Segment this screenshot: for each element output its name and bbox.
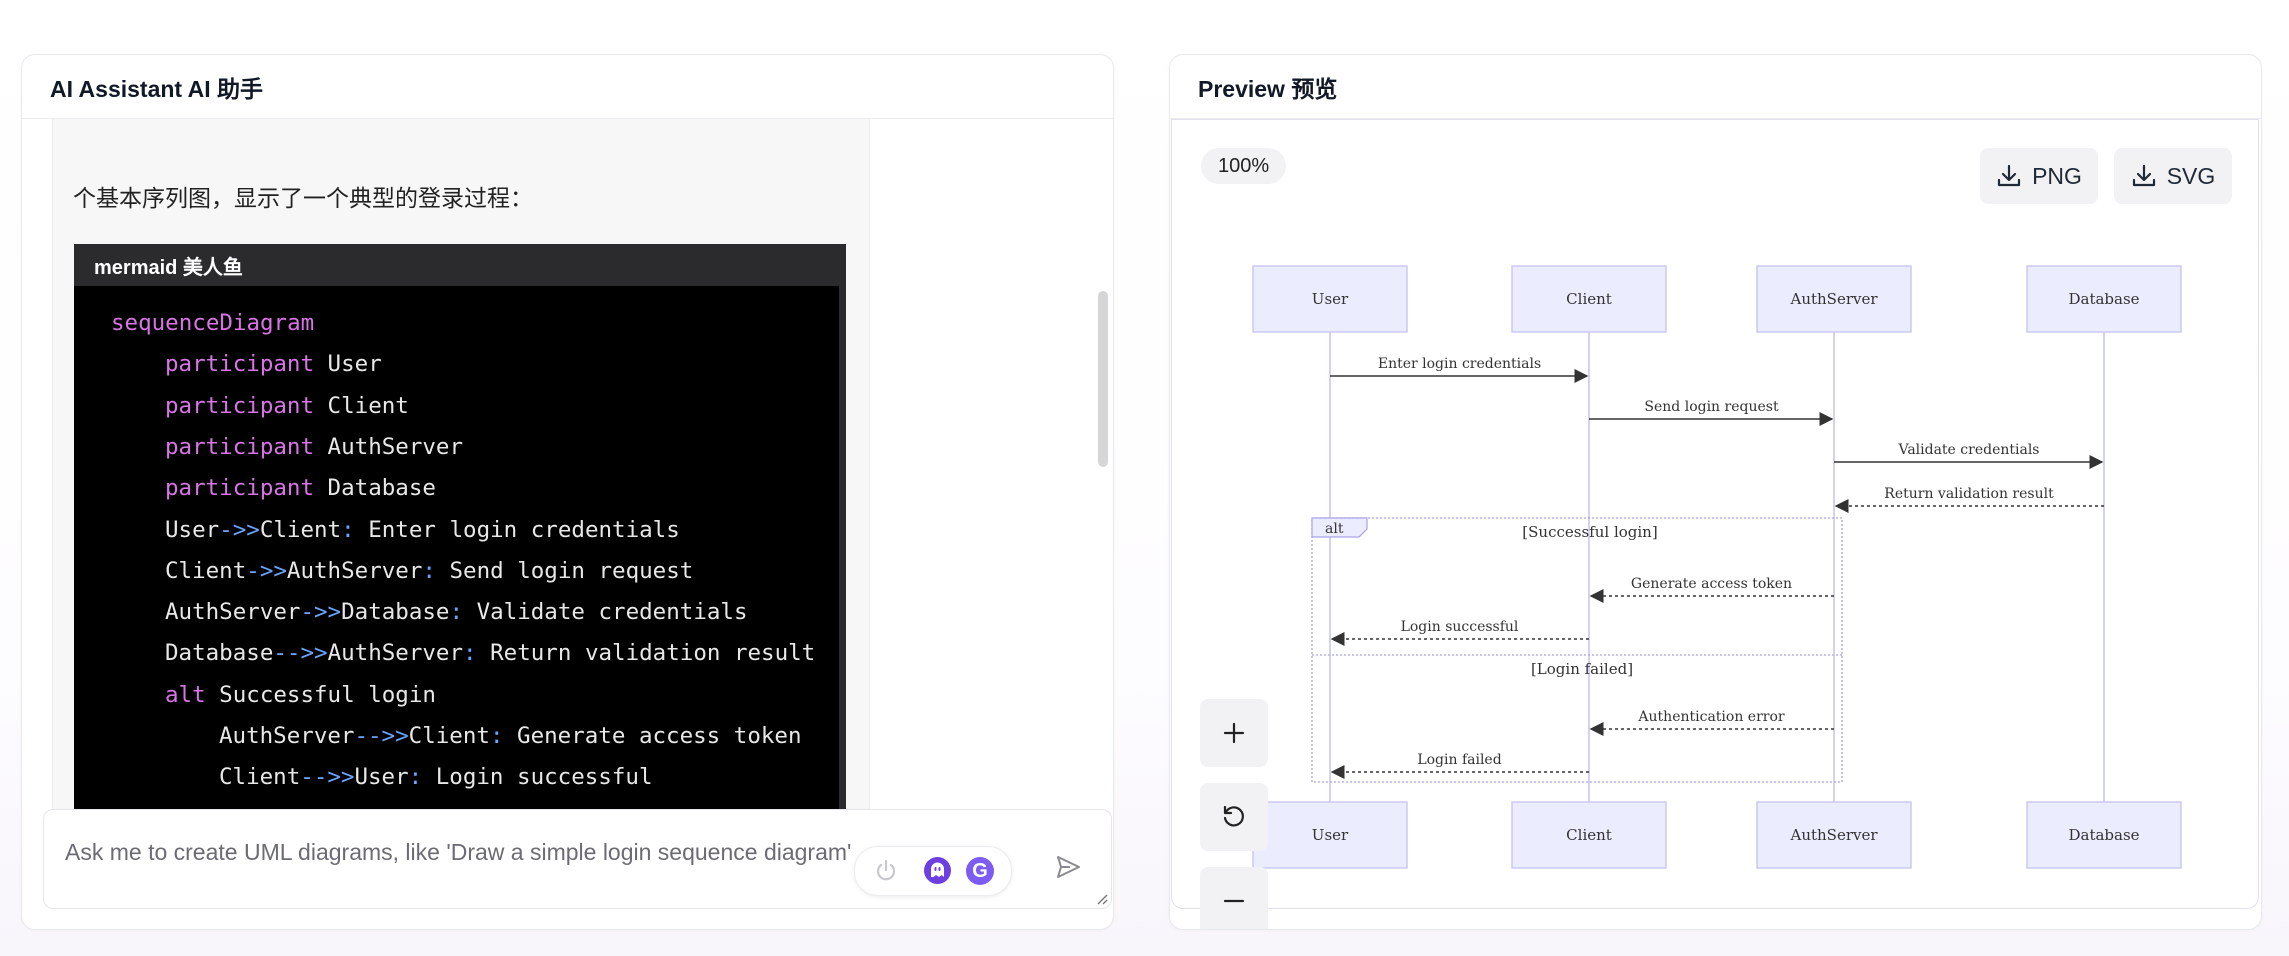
message-label: Enter login credentials — [1378, 356, 1541, 372]
assistant-extension-icon[interactable] — [924, 857, 951, 884]
code-block-language: mermaid 美人鱼 — [74, 244, 846, 286]
participant-box — [2026, 801, 2182, 869]
reset-zoom-button[interactable] — [1200, 783, 1268, 851]
assistant-message-text: 个基本序列图，显示了一个典型的登录过程： — [73, 185, 533, 211]
code-line: User->>Client: Enter login credentials — [165, 516, 680, 543]
plus-icon — [1223, 722, 1245, 744]
code-line: participant Database — [165, 475, 436, 502]
message-label: Validate credentials — [1898, 442, 2040, 458]
participant-box — [1756, 265, 1912, 333]
chat-messages[interactable]: 个基本序列图，显示了一个典型的登录过程： mermaid 美人鱼 sequenc… — [52, 119, 1113, 840]
preview-title: Preview 预览 — [1170, 55, 2261, 119]
download-png-button[interactable]: PNG — [1980, 148, 2098, 204]
minus-icon — [1223, 899, 1245, 903]
prompt-input-box: G — [43, 809, 1112, 909]
message-label: Send login request — [1644, 399, 1779, 415]
message-label: Return validation result — [1884, 486, 2054, 502]
alt-condition: [Successful login] — [1522, 523, 1657, 541]
grammarly-icon[interactable]: G — [966, 857, 994, 885]
message-label: Generate access token — [1631, 576, 1792, 592]
message-label: Login successful — [1401, 619, 1519, 635]
participant-label: AuthServer — [1789, 290, 1878, 308]
code-line: participant AuthServer — [165, 433, 464, 460]
participant-label: Client — [1566, 290, 1612, 308]
code-line: alt Successful login — [165, 681, 436, 708]
download-png-label: PNG — [2032, 162, 2082, 189]
sequence-diagram: alt[Successful login][Login failed]UserU… — [1252, 265, 2182, 869]
participant-label: Database — [2068, 826, 2139, 844]
message-label: Login failed — [1417, 752, 1501, 768]
download-svg-label: SVG — [2166, 162, 2216, 189]
assistant-message: 个基本序列图，显示了一个典型的登录过程： mermaid 美人鱼 sequenc… — [52, 119, 870, 840]
code-line: participant Client — [165, 392, 409, 419]
extension-toolbar: G — [854, 846, 1012, 896]
participant-box — [1511, 265, 1667, 333]
message-label: Authentication error — [1637, 709, 1784, 725]
code-line: sequenceDiagram — [111, 310, 315, 336]
alt-label: alt — [1325, 521, 1344, 537]
download-icon — [1997, 164, 2021, 187]
code-line: AuthServer->>Database: Validate credenti… — [165, 599, 748, 626]
participant-box — [1511, 801, 1667, 869]
resize-handle-icon[interactable] — [1096, 893, 1108, 905]
code-line: participant User — [165, 351, 382, 378]
ai-assistant-title: AI Assistant AI 助手 — [22, 55, 1113, 119]
code-line: Database-->>AuthServer: Return validatio… — [165, 640, 816, 667]
code-line: Client->>AuthServer: Send login request — [165, 557, 694, 584]
download-svg-button[interactable]: SVG — [2114, 148, 2232, 204]
zoom-level-badge: 100% — [1201, 148, 1287, 184]
code-block: sequenceDiagram participant User participa… — [74, 286, 846, 840]
preview-panel: Preview 预览 alt [Successful login] [Login f… — [1169, 54, 2262, 930]
participant-box — [1252, 265, 1408, 333]
code-line: Client-->>User: Login successful — [219, 764, 653, 791]
ai-assistant-panel: AI Assistant AI 助手 个基本序列图，显示了一个典型的登录过程： … — [21, 54, 1114, 930]
prompt-input[interactable] — [65, 832, 965, 872]
participant-label: AuthServer — [1789, 826, 1878, 844]
participant-box — [2026, 265, 2182, 333]
participant-label: Database — [2068, 290, 2139, 308]
participant-label: User — [1312, 290, 1349, 308]
download-icon — [2132, 164, 2155, 187]
chat-scrollbar[interactable] — [1098, 291, 1108, 467]
participant-label: Client — [1566, 826, 1612, 844]
reset-icon — [1223, 805, 1244, 827]
alt-frame — [1311, 517, 1843, 783]
alt-label-box — [1311, 517, 1368, 538]
power-icon[interactable] — [873, 858, 899, 884]
zoom-in-button[interactable] — [1200, 699, 1268, 767]
participant-label: User — [1312, 826, 1349, 844]
code-line: AuthServer-->>Client: Generate access to… — [219, 723, 802, 749]
else-condition: [Login failed] — [1531, 660, 1633, 678]
send-icon[interactable] — [1054, 853, 1082, 881]
zoom-out-button[interactable] — [1200, 867, 1268, 929]
participant-box — [1756, 801, 1912, 869]
